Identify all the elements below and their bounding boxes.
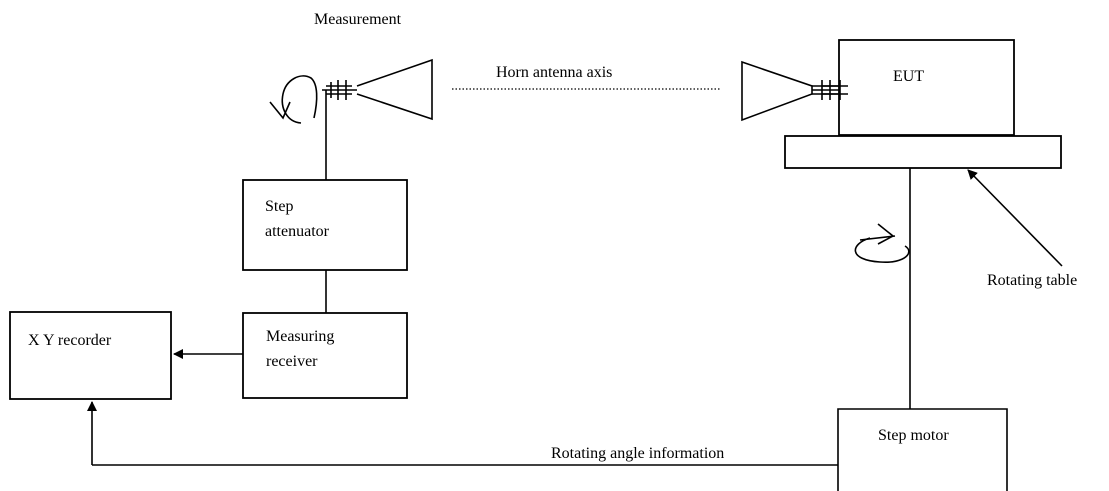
rotating-table-pointer xyxy=(967,169,1063,267)
xy-recorder-label: X Y recorder xyxy=(28,332,112,349)
rotating-table-label: Rotating table xyxy=(987,272,1077,289)
measurement-horn-antenna xyxy=(322,58,433,121)
step-attenuator-box xyxy=(242,179,408,271)
rotating-table xyxy=(784,135,1062,169)
horn-antenna-axis-label: Horn antenna axis xyxy=(496,64,612,81)
measuring-receiver-box xyxy=(242,312,408,399)
eut-box xyxy=(838,39,1015,136)
step-attenuator-label-1: Step xyxy=(265,198,293,215)
rotating-angle-label: Rotating angle information xyxy=(551,445,724,462)
measuring-receiver-label-2: receiver xyxy=(266,353,318,370)
measurement-label: Measurement xyxy=(314,11,402,28)
step-motor-label: Step motor xyxy=(878,427,949,444)
antenna-rotation-arrow xyxy=(269,75,318,124)
step-motor-box xyxy=(837,408,1008,491)
turntable-rotation-arrow xyxy=(854,223,910,263)
step-attenuator-label-2: attenuator xyxy=(265,223,330,240)
measuring-receiver-label-1: Measuring xyxy=(266,328,334,345)
eut-horn-antenna xyxy=(741,60,848,122)
eut-label: EUT xyxy=(893,68,924,85)
xy-recorder-box xyxy=(9,311,172,400)
